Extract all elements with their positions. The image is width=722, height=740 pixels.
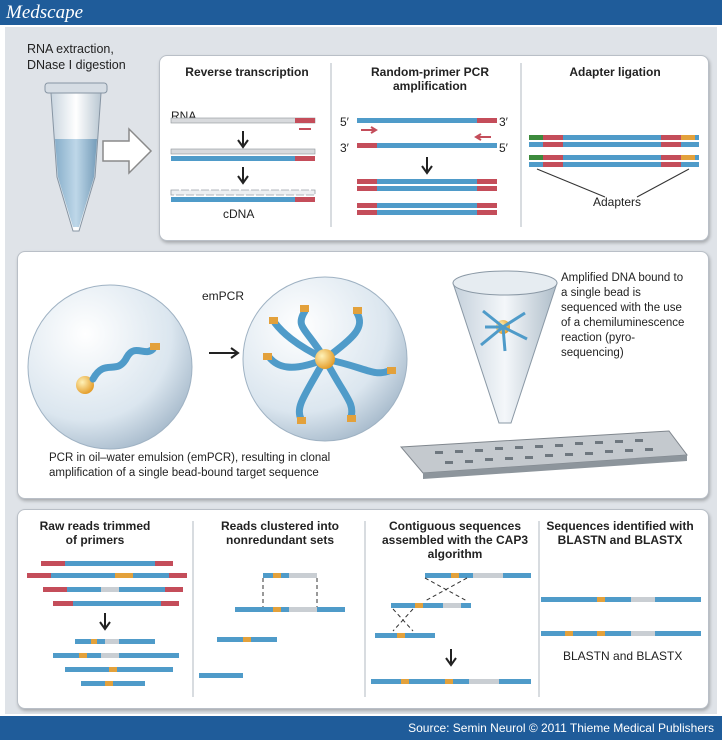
emulsion-bubble-single bbox=[27, 284, 193, 450]
three-prime-bottom: 3′ bbox=[340, 141, 349, 155]
brand-logo: Medscape bbox=[6, 2, 84, 23]
arrow-right-icon bbox=[209, 347, 240, 359]
tube-label: RNA extraction, DNase I digestion bbox=[27, 42, 126, 72]
emulsion-bubble-amplified bbox=[242, 276, 408, 442]
arrow-down-icon bbox=[237, 167, 249, 185]
arrow-right-icon bbox=[102, 127, 153, 175]
reverse-transcription-title: Reverse transcription bbox=[185, 65, 309, 79]
arrow-down-icon bbox=[237, 131, 249, 149]
arrow-down-icon bbox=[421, 157, 433, 175]
sequencing-well-icon bbox=[399, 270, 688, 479]
empcr-label: emPCR bbox=[202, 289, 245, 303]
contiguous-title: Contiguous sequences assembled with the … bbox=[381, 519, 529, 561]
pyro-caption: Amplified DNA bound to a single bead is … bbox=[561, 271, 689, 361]
eppendorf-tube-icon bbox=[44, 82, 108, 232]
blast-label: BLASTN and BLASTX bbox=[563, 649, 683, 663]
five-prime-top: 5′ bbox=[340, 115, 349, 129]
clustered-reads bbox=[199, 573, 345, 678]
clustered-title: Reads clustered into nonredundant sets bbox=[220, 519, 340, 547]
contig-assembly bbox=[371, 573, 531, 684]
diagram-graphics bbox=[27, 63, 701, 697]
raw-reads-title: Raw reads trimmed of primers bbox=[39, 519, 151, 547]
pcr-caption: PCR in oil–water emulsion (emPCR), resul… bbox=[49, 451, 369, 481]
footer-bar: Source: Semin Neurol © 2011 Thieme Medic… bbox=[0, 716, 722, 740]
three-prime-top: 3′ bbox=[499, 115, 508, 129]
rna-strand bbox=[170, 117, 316, 130]
source-credit: Source: Semin Neurol © 2011 Thieme Medic… bbox=[408, 721, 714, 735]
five-prime-bottom: 5′ bbox=[499, 141, 508, 155]
arrow-down-icon bbox=[445, 649, 457, 667]
identified-sequences bbox=[541, 597, 701, 636]
raw-reads-strands bbox=[27, 561, 187, 606]
figure-canvas: RNA extraction, DNase I digestion Revers… bbox=[5, 27, 717, 714]
arrow-down-icon bbox=[99, 613, 111, 631]
header-bar: Medscape bbox=[0, 0, 722, 25]
adapter-ligation-title: Adapter ligation bbox=[569, 65, 661, 79]
pcr-title: Random-primer PCR amplification bbox=[370, 65, 489, 93]
cdna-label: cDNA bbox=[223, 207, 255, 221]
identified-title: Sequences identified with BLASTN and BLA… bbox=[546, 519, 694, 547]
panel-step3 bbox=[17, 509, 709, 709]
adapters-label: Adapters bbox=[593, 195, 642, 209]
